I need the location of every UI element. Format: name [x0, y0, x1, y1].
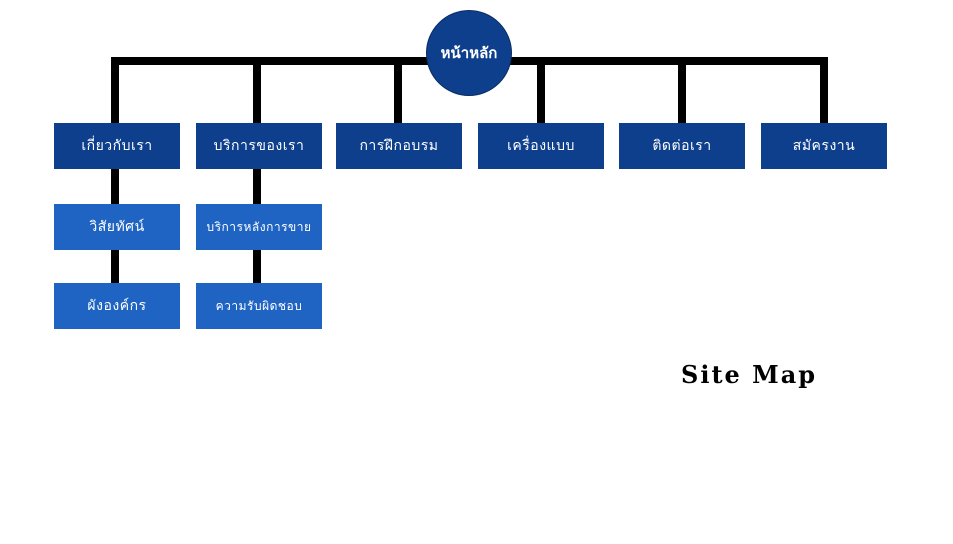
menu-training[interactable]: การฝึกอบรม — [336, 123, 462, 169]
submenu-responsibility-label: ความรับผิดชอบ — [215, 298, 303, 313]
connector-about-sub-2 — [111, 250, 119, 283]
menu-our-services-label: บริการของเรา — [213, 138, 305, 154]
menu-about-us-label: เกี่ยวกับเรา — [81, 138, 153, 154]
menu-contact-us-label: ติดต่อเรา — [652, 138, 712, 154]
submenu-org-chart-label: ผังองค์กร — [87, 298, 147, 314]
menu-uniform-label: เครื่องแบบ — [507, 138, 575, 154]
menu-uniform[interactable]: เครื่องแบบ — [478, 123, 604, 169]
page-title: Site Map — [681, 360, 818, 389]
connector-drop-1 — [111, 57, 119, 123]
menu-careers-label: สมัครงาน — [792, 138, 856, 154]
home-node-label: หน้าหลัก — [440, 44, 498, 62]
menu-contact-us[interactable]: ติดต่อเรา — [619, 123, 745, 169]
submenu-vision-label: วิสัยทัศน์ — [89, 219, 145, 235]
submenu-vision[interactable]: วิสัยทัศน์ — [54, 204, 180, 250]
connector-drop-2 — [253, 57, 261, 123]
connector-about-sub-1 — [111, 169, 119, 204]
connector-drop-5 — [678, 57, 686, 123]
submenu-org-chart[interactable]: ผังองค์กร — [54, 283, 180, 329]
menu-about-us[interactable]: เกี่ยวกับเรา — [54, 123, 180, 169]
connector-drop-4 — [537, 57, 545, 123]
menu-our-services[interactable]: บริการของเรา — [196, 123, 322, 169]
submenu-after-sales-service[interactable]: บริการหลังการขาย — [196, 204, 322, 250]
submenu-after-sales-service-label: บริการหลังการขาย — [206, 219, 312, 234]
menu-training-label: การฝึกอบรม — [359, 138, 439, 154]
home-node[interactable]: หน้าหลัก — [426, 10, 512, 96]
connector-services-sub-1 — [253, 169, 261, 204]
connector-drop-6 — [820, 57, 828, 123]
connector-services-sub-2 — [253, 250, 261, 283]
submenu-responsibility[interactable]: ความรับผิดชอบ — [196, 283, 322, 329]
menu-careers[interactable]: สมัครงาน — [761, 123, 887, 169]
connector-drop-3 — [394, 57, 402, 123]
